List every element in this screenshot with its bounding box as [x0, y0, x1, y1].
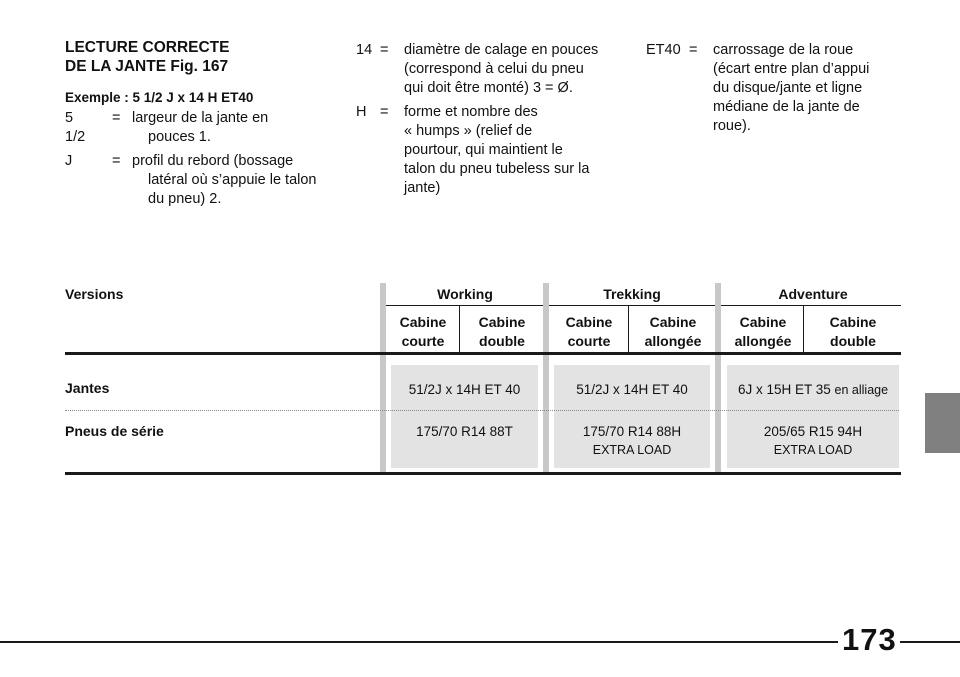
definition-line: roue). — [713, 118, 751, 134]
group-header-trekking: Trekking — [603, 286, 661, 302]
cell-extra: EXTRA LOAD — [592, 443, 672, 457]
definition-line: (correspond à celui du pneu — [404, 61, 584, 77]
versions-label: Versions — [65, 286, 124, 302]
cell-background — [391, 365, 538, 468]
definition-line: pourtour, qui maintient le — [404, 142, 563, 158]
subheader: Cabine double — [462, 313, 542, 351]
definition-line: qui doit être monté) 3 = Ø. — [404, 80, 573, 96]
cell-value: 6J x 15H ET 35 — [737, 382, 831, 397]
definition-line: diamètre de calage en pouces — [404, 42, 599, 58]
definition-line: largeur de la jante en — [132, 110, 269, 126]
column-separator — [715, 283, 721, 473]
definition-equals: = — [380, 42, 389, 58]
cell-extra: EXTRA LOAD — [773, 443, 853, 457]
definition-key: 5 1/2 — [65, 110, 86, 145]
table-cell: 175/70 R14 88T — [391, 422, 538, 441]
definition-key: H — [356, 104, 367, 120]
cell-background — [727, 365, 899, 468]
definition-text: carrossage de la roue (écart entre plan … — [713, 41, 869, 136]
subheader-divider — [803, 306, 804, 353]
subheader: Cabine courte — [388, 313, 458, 351]
table-cell: 51/2J x 14H ET 40 — [391, 380, 538, 399]
section-title-line2: DE LA JANTE Fig. 167 — [65, 58, 229, 75]
subheader-line: Cabine — [399, 314, 447, 330]
definition-line: talon du pneu tubeless sur la — [404, 161, 590, 177]
row-label-pneus: Pneus de série — [65, 423, 164, 439]
header-rule — [65, 352, 901, 355]
row-divider — [65, 410, 899, 411]
definition-key: J — [65, 153, 73, 169]
subheader: Cabine allongée — [631, 313, 715, 351]
definition-line: du disque/jante et ligne — [713, 80, 863, 96]
definition-line: pouces 1. — [148, 129, 211, 145]
footer-rule-left — [0, 641, 838, 643]
definition-line: forme et nombre des — [404, 104, 538, 120]
definition-text: largeur de la jante en pouces 1. — [132, 109, 268, 147]
definition-text: forme et nombre des « humps » (relief de… — [404, 103, 589, 198]
definition-equals: = — [112, 110, 121, 126]
table-cell: 205/65 R15 94H EXTRA LOAD — [727, 422, 899, 460]
chapter-tab — [925, 393, 960, 453]
definition-line: « humps » (relief de — [404, 123, 533, 139]
definition-equals: = — [689, 42, 698, 58]
subheader-line: Cabine — [739, 314, 787, 330]
footer-rule-right — [900, 641, 960, 643]
section-title-line1: LECTURE CORRECTE — [65, 39, 230, 56]
cell-value: 51/2J x 14H ET 40 — [408, 382, 521, 397]
table-cell: 6J x 15H ET 35 en alliage — [727, 380, 899, 400]
definition-text: profil du rebord (bossage latéral où s’a… — [132, 152, 316, 209]
column-separator — [380, 283, 386, 473]
subheader: Cabine courte — [552, 313, 626, 351]
definition-line: jante) — [404, 180, 441, 196]
subheader-line: Cabine — [649, 314, 697, 330]
cell-value: 175/70 R14 88H — [582, 424, 682, 439]
bottom-rule — [65, 472, 901, 475]
cell-extra: en alliage — [834, 383, 889, 397]
cell-value: 205/65 R15 94H — [763, 424, 863, 439]
definition-line: profil du rebord (bossage — [132, 153, 294, 169]
subheader-line: Cabine — [829, 314, 877, 330]
definition-text: diamètre de calage en pouces (correspond… — [404, 41, 598, 98]
subheader-line: allongée — [734, 333, 792, 349]
cell-value: 175/70 R14 88T — [416, 424, 513, 439]
table-cell: 51/2J x 14H ET 40 — [554, 380, 710, 399]
definition-equals: = — [112, 153, 121, 169]
row-label-jantes: Jantes — [65, 380, 110, 396]
subheader: Cabine double — [806, 313, 900, 351]
page-number: 173 — [842, 622, 897, 657]
group-header-adventure: Adventure — [778, 286, 848, 302]
example-line: Exemple : 5 1/2 J x 14 H ET40 — [65, 90, 254, 105]
table-cell: 175/70 R14 88H EXTRA LOAD — [554, 422, 710, 460]
definition-line: (écart entre plan d’appui — [713, 61, 870, 77]
definition-key: 14 — [356, 42, 373, 58]
subheader-line: Cabine — [565, 314, 613, 330]
definition-line: latéral où s’appuie le talon — [148, 172, 317, 188]
subheader-line: Cabine — [478, 314, 526, 330]
group-header-working: Working — [437, 286, 493, 302]
subheader-line: double — [479, 333, 525, 349]
cell-background — [554, 365, 710, 468]
group-underline — [386, 305, 543, 306]
section-title: LECTURE CORRECTE DE LA JANTE Fig. 167 — [65, 38, 229, 76]
column-separator — [543, 283, 549, 473]
subheader-line: courte — [401, 333, 445, 349]
subheader: Cabine allongée — [724, 313, 802, 351]
group-underline — [721, 305, 901, 306]
definition-line: carrossage de la roue — [713, 42, 854, 58]
definition-line: du pneu) 2. — [148, 191, 222, 207]
subheader-line: courte — [567, 333, 611, 349]
subheader-divider — [628, 306, 629, 353]
cell-value: 51/2J x 14H ET 40 — [576, 382, 688, 397]
subheader-line: allongée — [644, 333, 702, 349]
definition-key: ET40 — [646, 42, 681, 58]
subheader-line: double — [830, 333, 876, 349]
definition-equals: = — [380, 104, 389, 120]
definition-line: médiane de la jante de — [713, 99, 860, 115]
group-underline — [549, 305, 715, 306]
subheader-divider — [459, 306, 460, 353]
